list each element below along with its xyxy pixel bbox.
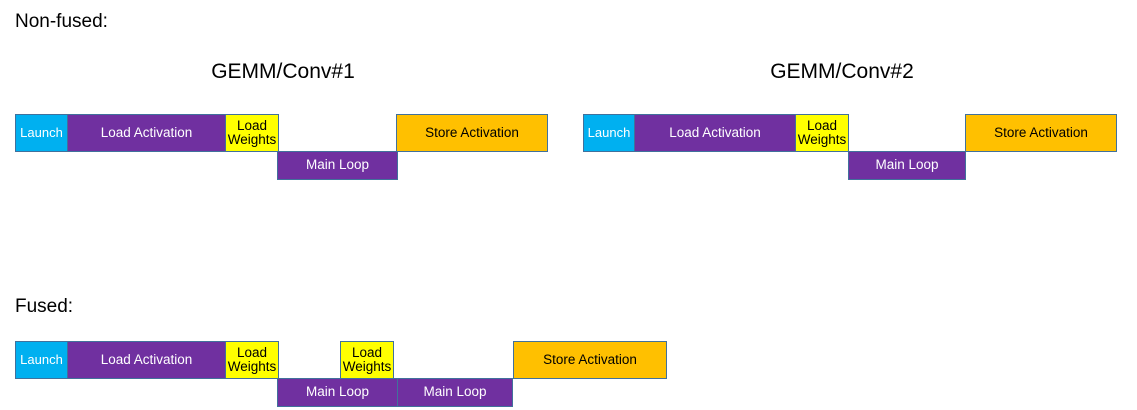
bar-label-main-loop-gemm1: Main Loop [305, 157, 370, 173]
bar-label-store-activation-gemm2: Store Activation [994, 124, 1088, 140]
bar-label-launch-fused: Launch [20, 352, 63, 368]
bar-load-weights-1-fused[interactable]: Load Weights [225, 341, 279, 379]
bar-load-activation-gemm1[interactable]: Load Activation [67, 114, 226, 152]
bar-label-main-loop-1-fused: Main Loop [305, 384, 370, 400]
bar-label-load-weights-2-fused: Load Weights [342, 344, 392, 374]
bar-label-launch-gemm2: Launch [587, 125, 631, 141]
bar-label-load-weights-1-fused: Load Weights [227, 344, 277, 374]
bar-main-loop-2-fused[interactable]: Main Loop [397, 378, 513, 407]
bar-label-load-activation-gemm1: Load Activation [100, 124, 193, 140]
bar-load-weights-gemm1[interactable]: Load Weights [225, 114, 279, 152]
bar-load-weights-2-fused[interactable]: Load Weights [340, 341, 394, 379]
bar-store-activation-gemm2[interactable]: Store Activation [965, 114, 1117, 152]
bar-label-launch-gemm1: Launch [20, 125, 63, 141]
group-title-gemm-conv-2: GEMM/Conv#2 [770, 60, 914, 83]
bar-load-weights-gemm2[interactable]: Load Weights [795, 114, 849, 152]
bar-label-load-activation-gemm2: Load Activation [669, 124, 761, 140]
bar-label-main-loop-2-fused: Main Loop [423, 384, 487, 400]
bar-store-activation-gemm1[interactable]: Store Activation [396, 114, 548, 152]
bar-main-loop-1-fused[interactable]: Main Loop [277, 378, 398, 407]
section-label-non-fused: Non-fused: [15, 11, 108, 32]
bar-label-main-loop-gemm2: Main Loop [875, 157, 939, 173]
bar-main-loop-gemm1[interactable]: Main Loop [277, 151, 398, 180]
bar-store-activation-fused[interactable]: Store Activation [513, 341, 667, 379]
bar-main-loop-gemm2[interactable]: Main Loop [848, 151, 966, 180]
bar-label-store-activation-gemm1: Store Activation [425, 124, 519, 140]
bar-label-load-activation-fused: Load Activation [100, 351, 193, 367]
bar-load-activation-fused[interactable]: Load Activation [67, 341, 226, 379]
bar-load-activation-gemm2[interactable]: Load Activation [634, 114, 796, 152]
bar-label-store-activation-fused: Store Activation [543, 351, 637, 367]
bar-label-load-weights-gemm2: Load Weights [797, 117, 847, 147]
bar-launch-fused[interactable]: Launch [15, 341, 68, 379]
bar-launch-gemm2[interactable]: Launch [583, 114, 635, 152]
bar-label-load-weights-gemm1: Load Weights [227, 117, 277, 147]
section-label-fused: Fused: [15, 296, 74, 317]
bar-launch-gemm1[interactable]: Launch [15, 114, 68, 152]
group-title-gemm-conv-1: GEMM/Conv#1 [211, 60, 355, 83]
